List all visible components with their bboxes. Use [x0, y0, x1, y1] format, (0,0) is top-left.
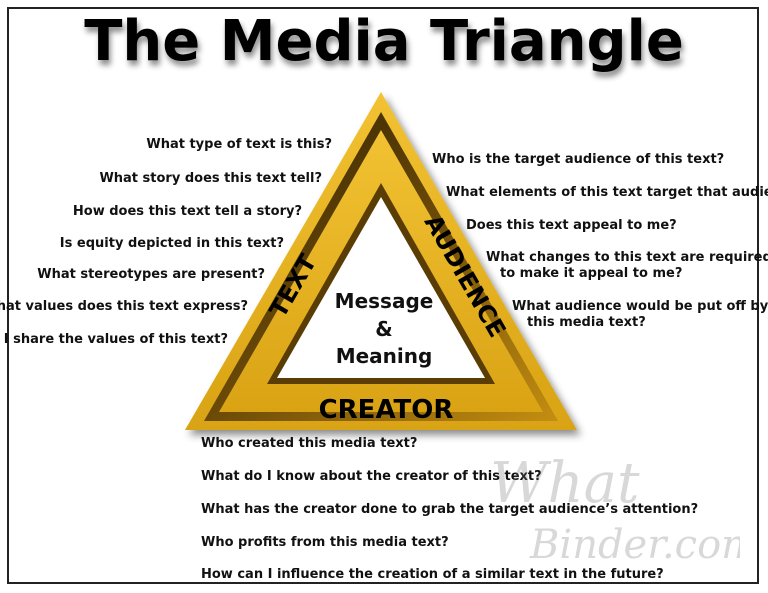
text-question: What stereotypes are present?: [37, 267, 265, 282]
center-ampersand: &: [375, 317, 392, 341]
page-title: The Media Triangle: [84, 9, 684, 74]
text-question: Is equity depicted in this text?: [59, 236, 284, 251]
audience-question: to make it appeal to me?: [500, 266, 683, 281]
creator-question: How can I influence the creation of a si…: [201, 567, 664, 582]
border-frame: [7, 7, 759, 584]
audience-question: What audience would be put off by: [512, 299, 768, 314]
text-question: What story does this text tell?: [99, 171, 322, 186]
audience-question: Who is the target audience of this text?: [432, 152, 725, 167]
text-question: What values does this text express?: [0, 299, 248, 314]
audience-question: this media text?: [527, 315, 646, 330]
text-question: Do I share the values of this text?: [0, 332, 228, 347]
creator-question: What do I know about the creator of this…: [201, 469, 542, 484]
creator-question: Who created this media text?: [201, 436, 418, 451]
audience-question: Does this text appeal to me?: [466, 218, 677, 233]
audience-question: What elements of this text target that a…: [446, 185, 768, 200]
text-question: How does this text tell a story?: [72, 204, 302, 219]
creator-question: Who profits from this media text?: [201, 535, 449, 550]
creator-question: What has the creator done to grab the ta…: [201, 502, 699, 517]
side-label-creator: CREATOR: [319, 395, 454, 425]
center-message: Message: [335, 289, 434, 313]
audience-question: What changes to this text are required: [486, 250, 768, 265]
center-meaning: Meaning: [336, 344, 433, 368]
triangle-inner: [277, 197, 485, 378]
text-question: What type of text is this?: [146, 137, 332, 152]
